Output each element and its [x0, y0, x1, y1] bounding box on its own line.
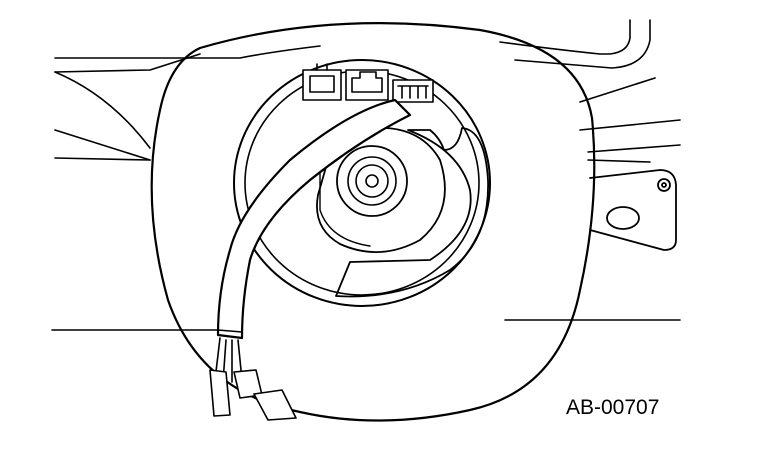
spring-segment: [335, 127, 489, 298]
mounting-bracket: [589, 169, 677, 251]
wire-harness: [209, 98, 412, 421]
figure-label: AB-00707: [566, 396, 660, 419]
dashboard-lines: [51, 19, 681, 331]
connectors: [302, 63, 434, 103]
steering-hub-housing: [150, 22, 596, 422]
steering-shaft-hub: [316, 126, 446, 253]
